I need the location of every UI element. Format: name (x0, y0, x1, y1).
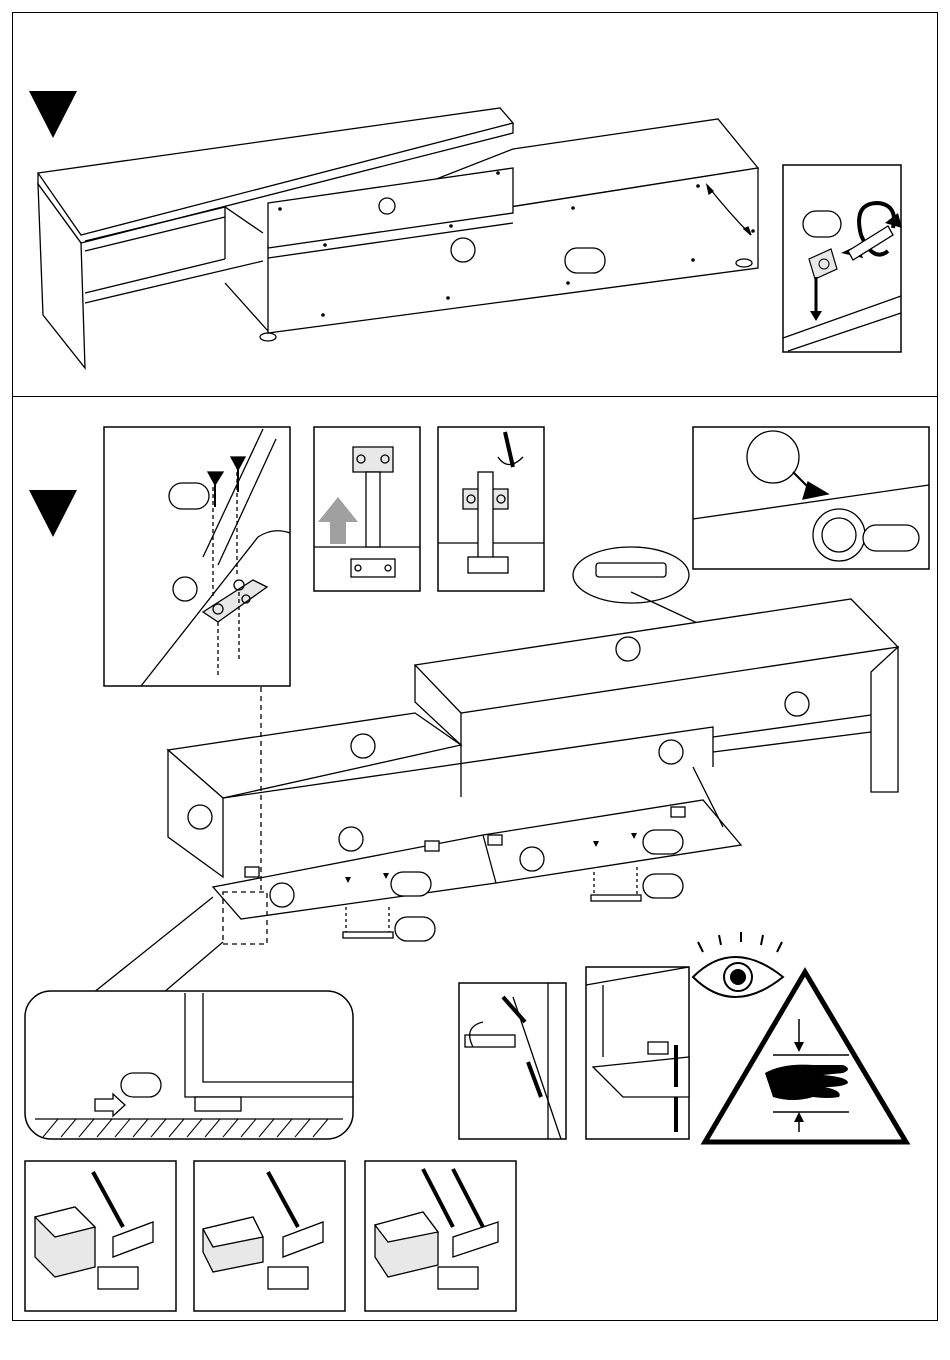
step-a-down-triangle-icon (29, 91, 77, 138)
step-b-panel (12, 396, 938, 1321)
hinge-adjust-panel-1 (25, 1161, 176, 1311)
step-b-down-triangle-icon (29, 490, 77, 537)
hinge-adjust-panel-3 (365, 1161, 516, 1311)
strut-adjust-detail (459, 983, 566, 1139)
tv-stand-assembled (38, 108, 758, 368)
eye-icon (693, 932, 783, 997)
hinge-adjust-panel-2 (194, 1161, 345, 1311)
door-level-detail (586, 967, 689, 1139)
hinge-slide-detail (314, 427, 420, 591)
cap-cover-detail (693, 427, 929, 569)
hinge-screw-detail (438, 427, 544, 591)
bumper-detail (25, 897, 353, 1139)
cam-lock-detail (783, 165, 902, 352)
hinge-plate-detail (104, 427, 290, 686)
step-a-panel (12, 12, 938, 397)
